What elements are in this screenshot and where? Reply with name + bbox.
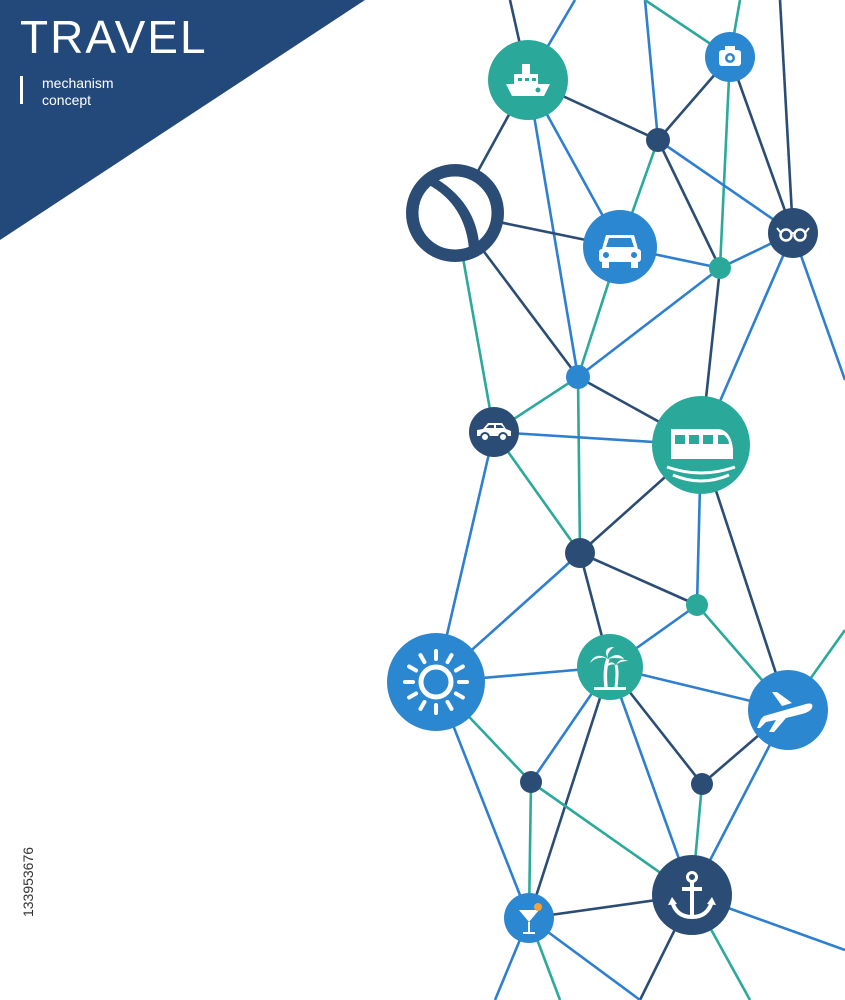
network-node [646, 128, 670, 152]
subtitle-line-2: concept [42, 92, 92, 108]
palm-trees-icon [590, 647, 628, 690]
airplane-icon [757, 692, 813, 732]
sunglasses-icon-node [768, 208, 818, 258]
node-circle [577, 634, 643, 700]
network-node [709, 257, 731, 279]
node-circle [709, 257, 731, 279]
network-link [576, 376, 582, 554]
node-circle [565, 538, 595, 568]
beach-ball-icon-node [406, 164, 504, 262]
network-node [691, 773, 713, 795]
network-links [434, 0, 845, 1000]
node-circle [387, 633, 485, 731]
network-node [686, 594, 708, 616]
ship-icon [506, 64, 550, 96]
train-icon-node [652, 396, 750, 494]
cocktail-icon [519, 903, 542, 934]
beach-ball-icon [415, 173, 495, 253]
network-link [718, 56, 732, 269]
cocktail-icon-node [504, 893, 554, 943]
network-link [728, 56, 795, 234]
network-node [566, 365, 590, 389]
network-link [778, 0, 795, 234]
subtitle-bar [20, 76, 23, 104]
car-front-icon-node [583, 210, 657, 284]
car-side-icon-node [469, 407, 519, 457]
title-banner [0, 0, 365, 240]
sun-icon-node [387, 633, 485, 731]
network-link [577, 266, 721, 379]
ship-icon-node [488, 40, 568, 120]
subtitle-line-1: mechanism [42, 75, 114, 91]
network-nodes [387, 32, 828, 943]
network-link [608, 666, 694, 896]
anchor-icon-node [652, 855, 732, 935]
network-link [657, 138, 794, 235]
network-link [527, 666, 612, 919]
camera-icon [719, 46, 741, 66]
network-link [643, 0, 660, 141]
camera-icon-node [705, 32, 755, 82]
train-icon [666, 429, 736, 483]
node-circle [646, 128, 670, 152]
node-circle [566, 365, 590, 389]
node-circle [520, 771, 542, 793]
network-node [520, 771, 542, 793]
anchor-icon [668, 871, 716, 920]
network-link [526, 79, 580, 378]
network-link [791, 232, 845, 381]
node-circle [691, 773, 713, 795]
sunglasses-icon [776, 227, 810, 242]
node-circle [686, 594, 708, 616]
palm-trees-icon-node [577, 634, 643, 700]
network-link [579, 551, 698, 607]
network-node [565, 538, 595, 568]
network-link [656, 139, 722, 269]
page-title: TRAVEL [20, 11, 208, 63]
car-side-icon [477, 423, 511, 442]
airplane-icon-node [748, 670, 828, 750]
sun-icon [403, 649, 469, 715]
car-front-icon [599, 235, 641, 268]
stock-id-label: 133953676 [20, 846, 36, 918]
